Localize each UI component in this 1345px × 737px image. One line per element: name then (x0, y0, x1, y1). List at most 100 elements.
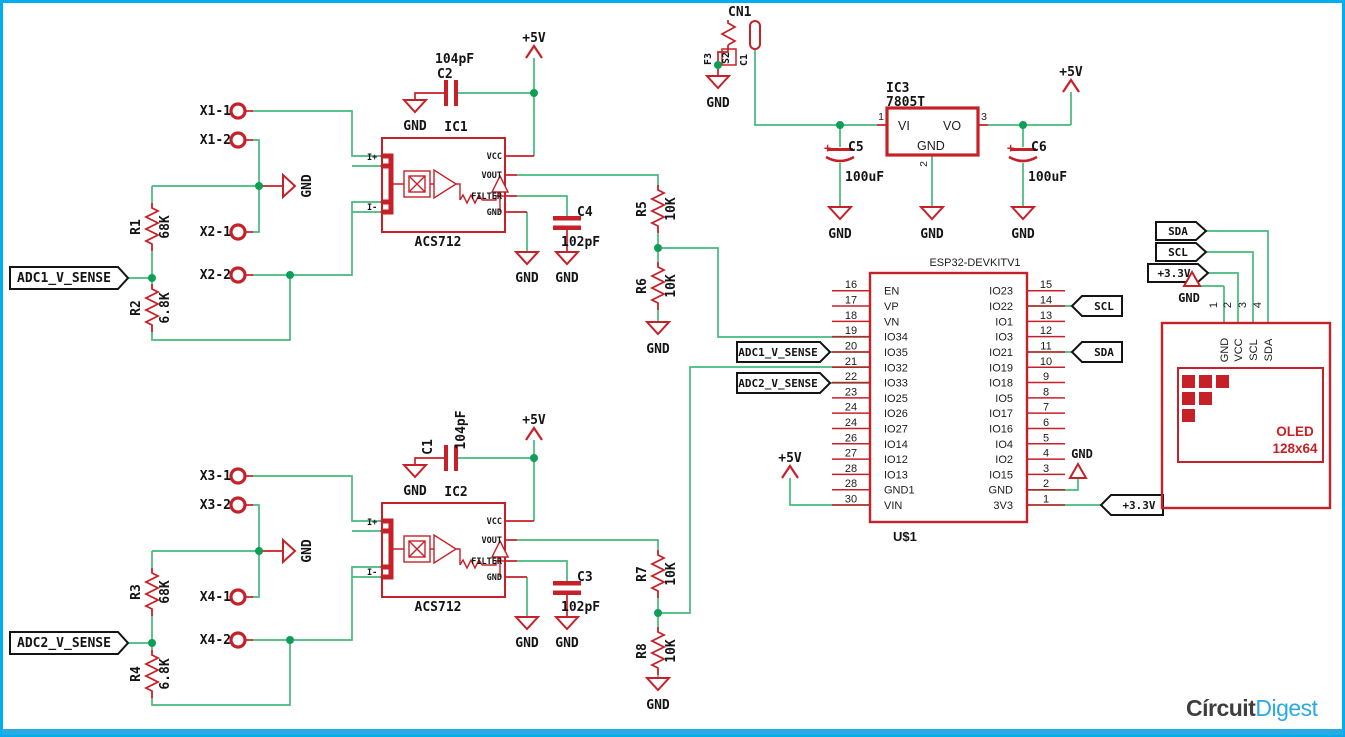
esp32-left-pin-number: 27 (845, 448, 857, 460)
ic1-pin-filter: FILTER (471, 192, 503, 202)
wires-power (754, 49, 1072, 207)
esp32-left-pin-name: VIN (884, 500, 902, 512)
esp32-right-pin-name: IO16 (989, 423, 1013, 435)
gnd-label: GND (515, 636, 539, 651)
esp32-right-pin-number: 2 (1043, 478, 1049, 490)
esp32-right-pin-number: 12 (1040, 325, 1052, 337)
wires-sensor1 (128, 58, 870, 353)
connector-pad-x1-2 (229, 131, 255, 149)
gnd-label: GND (646, 698, 670, 713)
esp32-right-pin-name: IO17 (989, 408, 1013, 420)
5v-symbol (524, 426, 544, 442)
logo-part-digest: Digest (1255, 695, 1318, 721)
connector-pad-x4-1 (229, 588, 255, 606)
regulator-pin-vi: VI (898, 119, 910, 133)
oled-name: OLED (1276, 424, 1314, 439)
connector-cn1-ref: CN1 (728, 5, 752, 20)
ic2-part: ACS712 (415, 600, 462, 615)
esp32-right-pin-name: IO1 (995, 316, 1013, 328)
oled-screen-box (1177, 367, 1324, 463)
esp32-left-pin-number: 17 (845, 295, 857, 307)
esp32-right-pin-number: 7 (1043, 402, 1049, 414)
esp32-left-pin-name: IO34 (884, 332, 908, 344)
label-x2-1: X2-1 (200, 225, 231, 240)
gnd-symbol (282, 174, 296, 198)
gnd-symbol (403, 464, 427, 478)
gnd-label: GND (515, 271, 539, 286)
connector-pad-x2-2 (229, 266, 255, 284)
ic2-pin-iminus: I- (367, 568, 377, 578)
gnd-label: GND (300, 539, 315, 563)
esp32-left-pin-name: IO32 (884, 362, 908, 374)
net-flag-3v3-label: +3.3V (1122, 499, 1155, 512)
oled-pixels (1182, 375, 1229, 422)
esp32-right-pin-name: IO2 (995, 454, 1013, 466)
connector-cn1-pin-f3: F3 (703, 53, 714, 65)
esp32-right-pin-name: IO15 (989, 469, 1013, 481)
esp32-right-pin-name: 3V3 (993, 500, 1013, 512)
gnd-symbol (920, 206, 944, 220)
5v-label: +5V (522, 413, 546, 428)
net-flag-sda (1070, 341, 1123, 363)
esp32-left-pin-number: 28 (845, 478, 857, 490)
esp32-right-pin-name: IO23 (989, 286, 1013, 298)
capacitor-c4-value: 102pF (561, 235, 600, 250)
esp32-right-pin-number: 14 (1040, 295, 1052, 307)
resistor-r5-value: 10K (664, 197, 679, 221)
resistor-r8-ref: R8 (635, 643, 650, 659)
logo-part-circuit: Círcuit (1186, 695, 1256, 721)
esp32-left-pin-name: IO13 (884, 469, 908, 481)
esp32-right-pin-number: 13 (1040, 310, 1052, 322)
esp32-left-pin-name: VP (884, 301, 899, 313)
net-flag-sda (1155, 221, 1208, 241)
gnd-label: GND (1071, 447, 1093, 461)
page-frame-bottom-bar (2, 729, 1343, 735)
ic1-pin-vcc: VCC (487, 152, 502, 162)
oled-resolution: 128x64 (1272, 441, 1318, 456)
oled-module-box (1160, 321, 1332, 510)
esp32-right-pin-number: 10 (1040, 356, 1052, 368)
net-flag-scl (1155, 242, 1208, 262)
esp32-left-pin-name: IO25 (884, 393, 908, 405)
ic1-part: ACS712 (415, 235, 462, 250)
net-flag-3v3-label: +3.3V (1157, 267, 1190, 280)
net-flag-adc2-v-sense (736, 372, 832, 394)
net-flag-adc2-v-sense-label: ADC2_V_SENSE (738, 377, 817, 390)
5v-label: +5V (522, 31, 546, 46)
capacitor-c6-ref: C6 (1031, 140, 1047, 155)
regulator-part: 7805T (886, 95, 925, 110)
capacitor-c6-plus: + (1007, 141, 1014, 155)
resistor-r1-value: 68K (158, 215, 173, 239)
oled-wire-number: 4 (1252, 302, 1264, 308)
esp32-left-pin-number: 28 (845, 463, 857, 475)
esp32-left-pin-number: 23 (845, 386, 857, 398)
gnd-symbol (555, 251, 579, 265)
esp32-left-pin-number: 21 (845, 356, 857, 368)
wires-oled (1192, 230, 1269, 323)
regulator-ref: IC3 (886, 81, 909, 96)
esp32-right-pin-number: 8 (1043, 386, 1049, 398)
esp32-right-pin-name: IO5 (995, 393, 1013, 405)
regulator-box (885, 106, 980, 157)
gnd-label: GND (706, 96, 730, 111)
resistor-r4-value: 6.8K (158, 658, 173, 689)
gnd-symbol (555, 616, 579, 630)
esp32-left-pin-number: 24 (845, 417, 857, 429)
label-x4-2: X4-2 (200, 633, 231, 648)
gnd-symbol (515, 251, 539, 265)
connector-cn1-pin-s2: S2 (721, 52, 732, 64)
net-flag-sda-label: SDA (1094, 346, 1114, 359)
connector-pad-x3-1 (229, 467, 255, 485)
capacitor-c1-ref: C1 (421, 439, 436, 455)
esp32-right-pin-number: 5 (1043, 432, 1049, 444)
esp32-left-pin-number: 18 (845, 310, 857, 322)
ic2-pin-vcc: VCC (487, 517, 502, 527)
ic2-pin-vout: VOUT (482, 536, 502, 546)
resistor-r6-value: 10K (664, 274, 679, 298)
esp32-left-pin-name: VN (884, 316, 899, 328)
esp32-right-pin-name: IO4 (995, 439, 1013, 451)
esp32-pins: 16EN17VP18VN19IO3420IO3521IO3222IO3323IO… (832, 279, 1065, 512)
capacitor-c1-value: 104pF (454, 410, 469, 449)
oled-pin-label: SDA (1263, 338, 1275, 361)
